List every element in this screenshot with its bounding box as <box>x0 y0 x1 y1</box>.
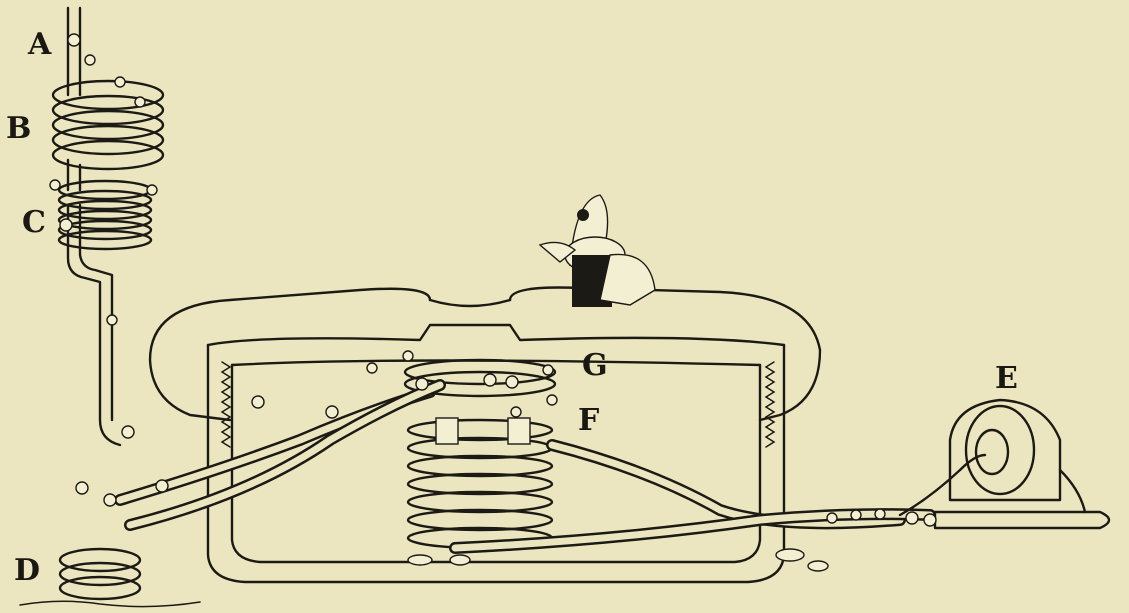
label-d: D <box>14 553 40 588</box>
label-e: E <box>995 361 1018 396</box>
label-c: C <box>22 205 46 240</box>
seated-figure <box>540 195 655 307</box>
coil-c <box>59 181 151 249</box>
receiver-body <box>150 288 820 583</box>
coil-d <box>20 549 200 607</box>
label-a: A <box>27 27 52 62</box>
label-f: F <box>578 403 599 438</box>
tube-wires <box>120 385 930 548</box>
coil-f <box>408 418 552 548</box>
generator-e <box>900 400 1109 528</box>
coil-b <box>53 81 163 190</box>
label-g: G <box>582 348 608 383</box>
label-b: B <box>6 111 31 146</box>
